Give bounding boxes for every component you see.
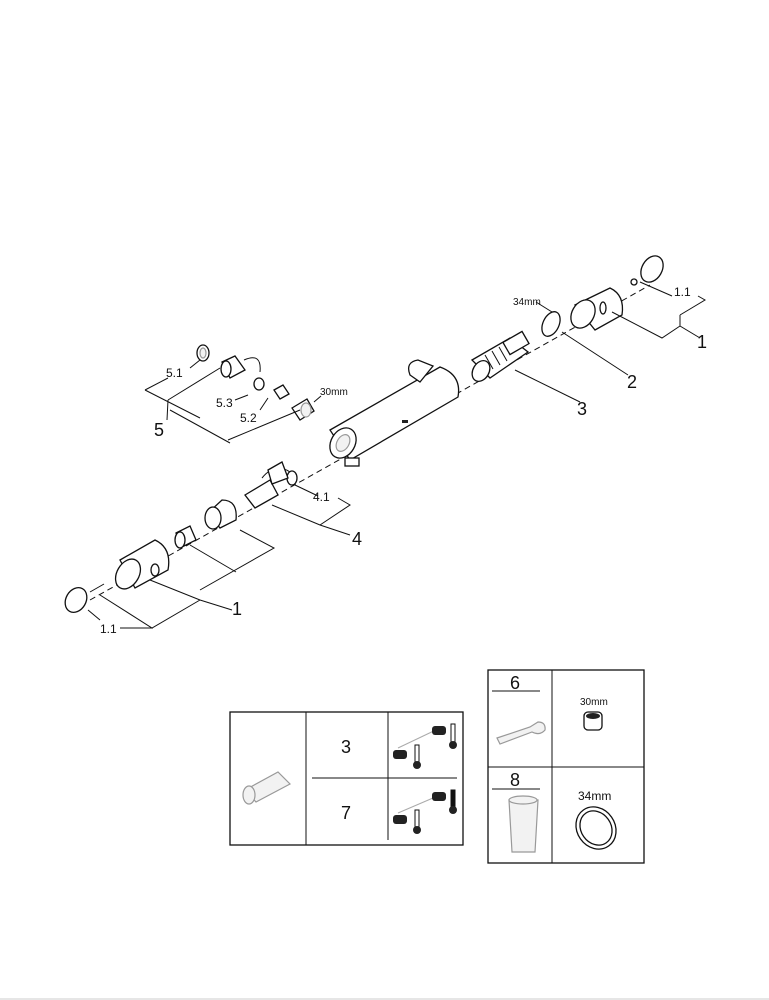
part-handle-top xyxy=(570,287,624,331)
tool-size-34mm: 34mm xyxy=(578,789,611,803)
callout-5-1: 5.1 xyxy=(166,366,183,380)
nut-30mm-icon xyxy=(583,711,603,731)
cartridge-image xyxy=(242,771,291,805)
callout-34mm: 34mm xyxy=(513,297,541,308)
part-valve-4 xyxy=(244,461,298,509)
page-bottom-border xyxy=(0,998,769,1000)
socket-tool-icon xyxy=(508,795,539,853)
thermostat-icon-row2 xyxy=(393,789,457,834)
cartridge-table: 3 7 xyxy=(229,711,464,846)
thermostat-icon-row1 xyxy=(393,723,457,769)
cartridge-number-3: 3 xyxy=(341,737,351,757)
part-cap-top xyxy=(630,255,664,286)
callout-1-1-bottom: 1.1 xyxy=(100,622,117,636)
tool-number-8: 8 xyxy=(510,770,520,790)
cartridge-number-7: 7 xyxy=(341,803,351,823)
callout-1-top: 1 xyxy=(697,332,707,352)
callout-4: 4 xyxy=(352,529,362,549)
tools-table: 6 8 30mm 34mm xyxy=(487,669,645,864)
part-inlet-5 xyxy=(196,344,315,421)
tool-size-30mm: 30mm xyxy=(580,697,608,708)
callout-5: 5 xyxy=(154,420,164,440)
wrench-icon xyxy=(496,721,546,745)
part-cap-bottom xyxy=(64,583,105,613)
part-mixer-body xyxy=(329,359,460,467)
callout-5-2: 5.2 xyxy=(240,411,257,425)
part-handle-bottom xyxy=(114,499,237,590)
part-ring-34mm xyxy=(541,311,561,337)
callout-3: 3 xyxy=(577,399,587,419)
callout-4-1: 4.1 xyxy=(313,490,330,504)
callout-lines xyxy=(87,281,706,629)
part-cartridge xyxy=(470,330,530,382)
callout-1-1-top: 1.1 xyxy=(674,285,691,299)
callout-30mm: 30mm xyxy=(320,387,348,398)
tool-number-6: 6 xyxy=(510,673,520,693)
callout-2: 2 xyxy=(627,372,637,392)
callout-5-3: 5.3 xyxy=(216,396,233,410)
ring-34mm-icon xyxy=(575,806,617,850)
callout-1-bottom: 1 xyxy=(232,599,242,619)
